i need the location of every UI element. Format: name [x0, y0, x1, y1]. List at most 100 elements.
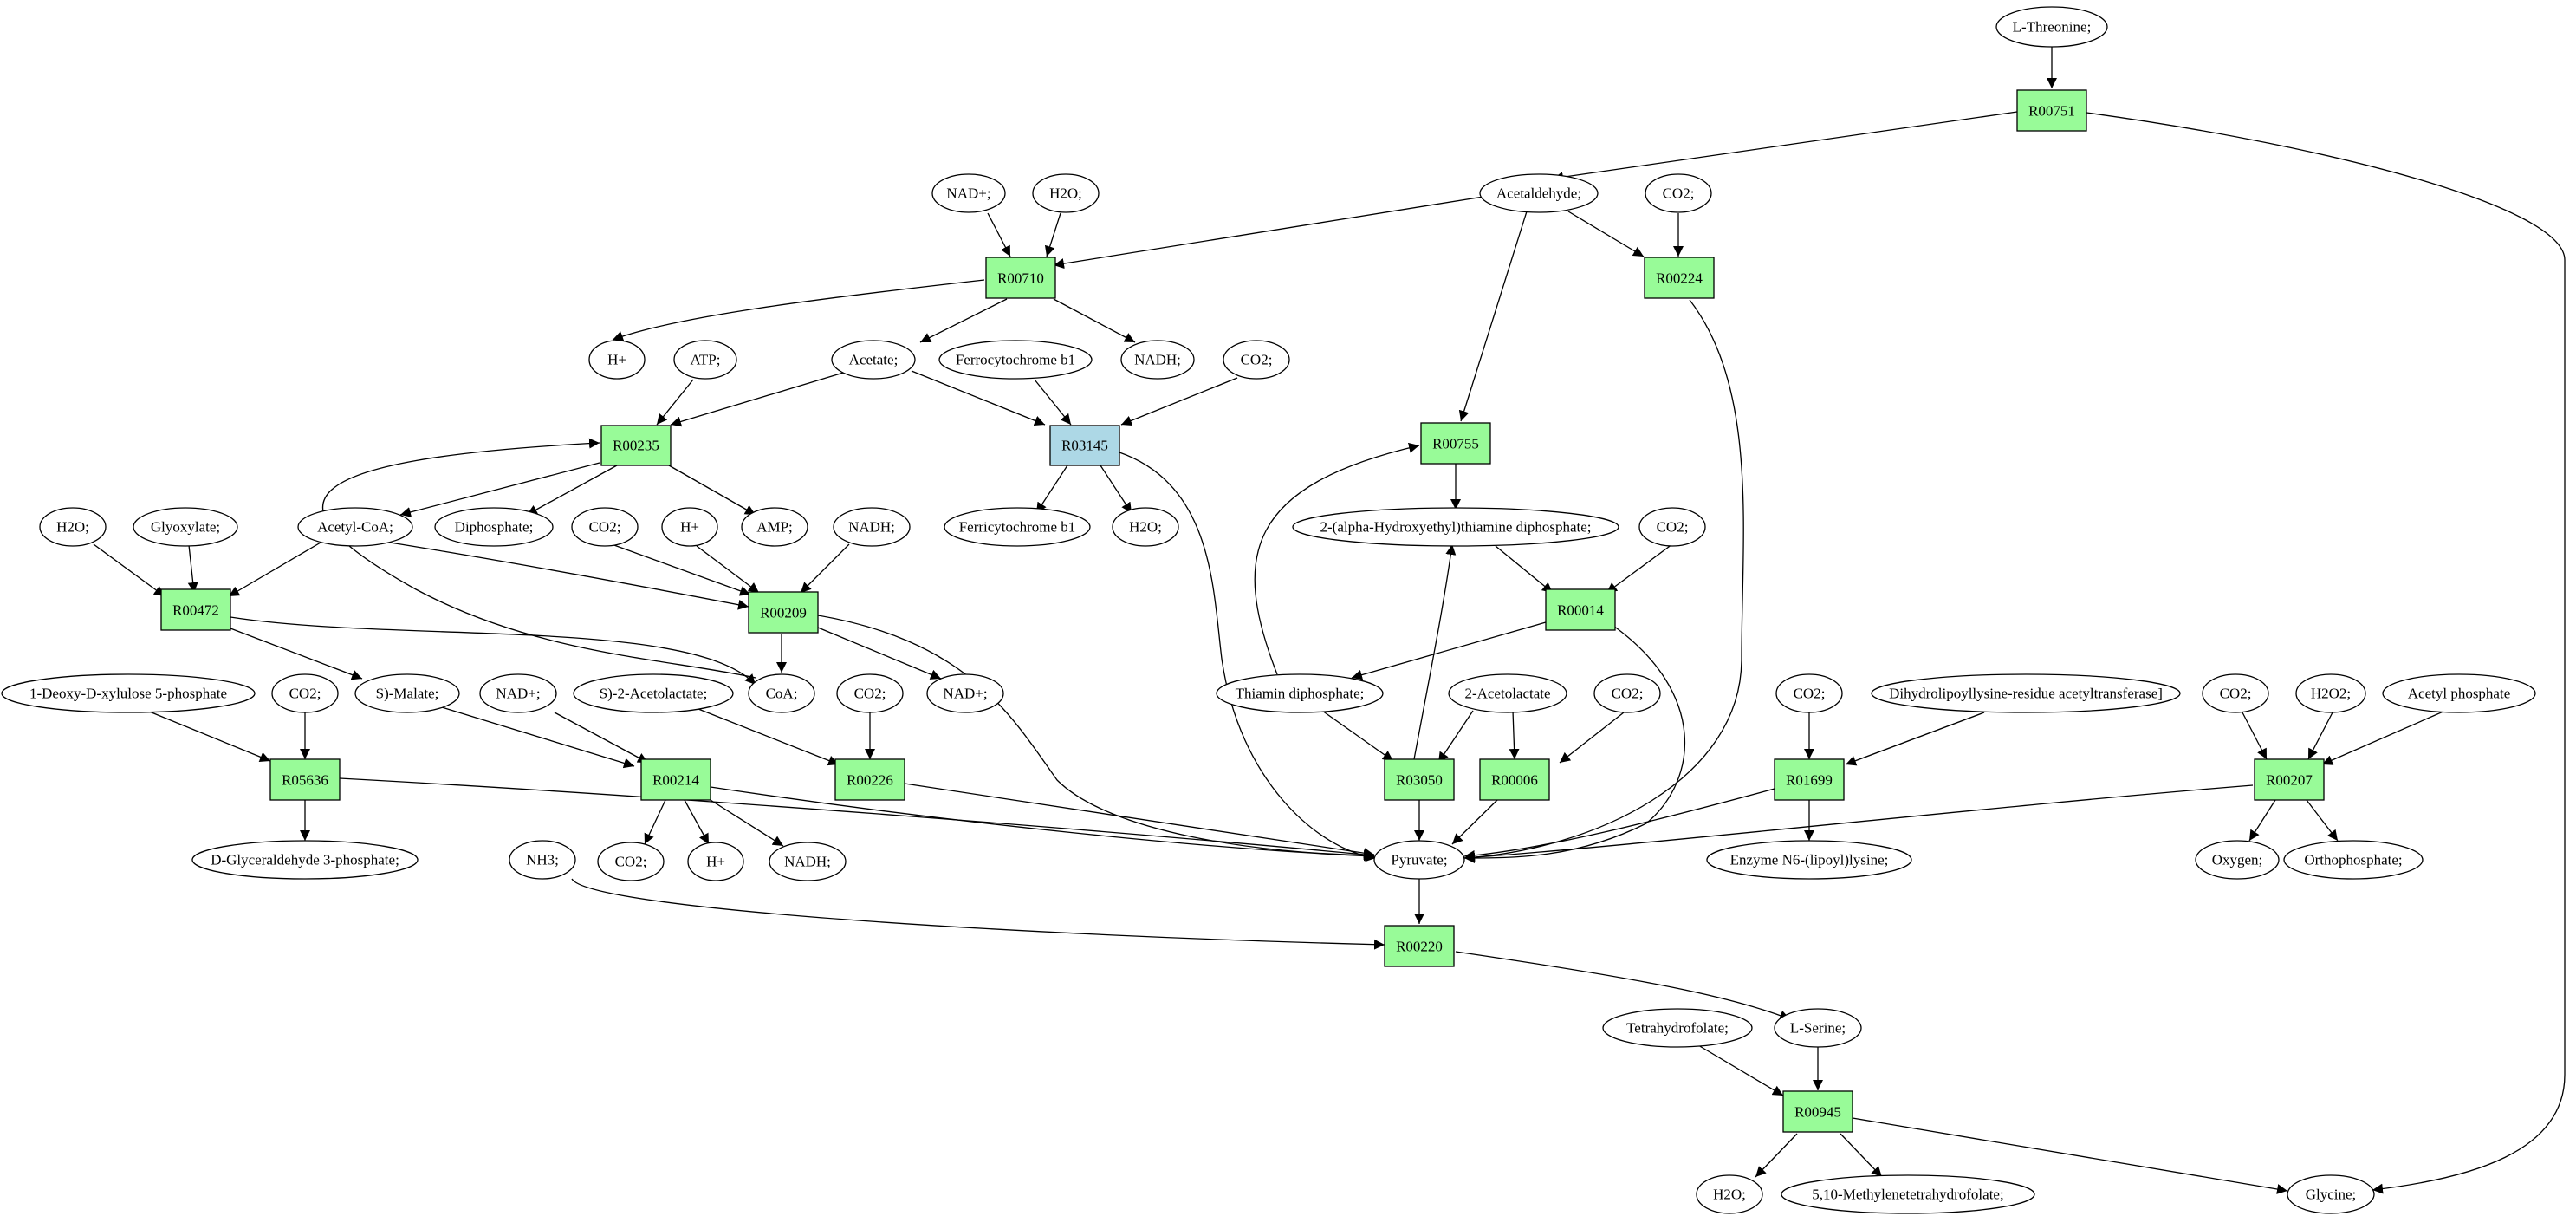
- edge-hplus-r00209: [696, 545, 760, 594]
- reaction-node-r05636: R05636: [269, 758, 341, 801]
- reaction-node-r01699: R01699: [1774, 758, 1845, 801]
- edge-r03145-h2o: [1100, 465, 1132, 514]
- edge-r00710-hplus: [612, 279, 985, 341]
- edge-glyoxylate-r00472: [187, 544, 198, 594]
- compound-node-h2o: H2O;: [1696, 1174, 1763, 1214]
- compound-node-ferrocytochrome: Ferrocytochrome b1: [938, 340, 1093, 380]
- compound-node-ferricytochrome: Ferricytochrome b1: [944, 507, 1091, 547]
- compound-node-co2: CO2;: [1645, 173, 1712, 213]
- edge-h2o-r00710: [1044, 212, 1061, 257]
- node-label: 2-(alpha-Hydroxyethyl)thiamine diphospha…: [1320, 519, 1592, 536]
- compound-node-co2: CO2;: [1593, 673, 1661, 713]
- node-label: Acetate;: [849, 352, 899, 368]
- node-label: L-Threonine;: [2013, 19, 2092, 36]
- edge-h2o2-r00207: [2307, 712, 2333, 760]
- node-label: Acetaldehyde;: [1496, 185, 1581, 202]
- compound-node-thiamin-diphosphate: Thiamin diphosphate;: [1216, 673, 1384, 713]
- compound-ellipse: [1, 673, 256, 713]
- compound-node-co2: CO2;: [271, 673, 339, 713]
- compound-ellipse: [434, 507, 554, 547]
- reaction-box: [2016, 89, 2087, 132]
- node-label: L-Serine;: [1790, 1020, 1846, 1037]
- compound-ellipse: [1638, 507, 1706, 547]
- compound-ellipse: [2295, 673, 2366, 713]
- compound-node-nadh: NADH;: [833, 507, 911, 547]
- compound-node-l-threonine: L-Threonine;: [1995, 6, 2108, 48]
- compound-ellipse: [944, 507, 1091, 547]
- edge-r00214-nadh: [703, 795, 784, 847]
- compound-node-co2: CO2;: [597, 842, 665, 881]
- node-label: Diphosphate;: [455, 519, 534, 536]
- reaction-node-r00945: R00945: [1782, 1090, 1853, 1133]
- compound-node-oxygen: Oxygen;: [2195, 840, 2280, 880]
- compound-ellipse: [831, 340, 916, 380]
- compound-ellipse: [661, 507, 718, 547]
- compound-node-nadh: NADH;: [1120, 340, 1195, 380]
- reaction-node-r00006: R00006: [1479, 758, 1550, 801]
- edge-r00214-hplus: [684, 799, 710, 845]
- compound-node-acetyl-coa: Acetyl-CoA;: [297, 507, 413, 547]
- compound-node-l-serine: L-Serine;: [1774, 1008, 1862, 1048]
- reaction-box: [2254, 758, 2325, 801]
- compound-ellipse: [2382, 673, 2536, 713]
- edge-r00014-pyruvate: [1463, 625, 1686, 863]
- compound-node-h2o: H2O;: [1112, 507, 1179, 547]
- compound-ellipse: [2283, 840, 2424, 880]
- compound-node-glyceraldehyde-3-phosphate: D-Glyceraldehyde 3-phosphate;: [191, 840, 419, 880]
- node-label: S)-2-Acetolactate;: [600, 686, 708, 702]
- compound-ellipse: [354, 673, 460, 713]
- node-label: 5,10-Methylenetetrahydrofolate;: [1812, 1187, 2003, 1203]
- node-label: D-Glyceraldehyde 3-phosphate;: [211, 852, 399, 868]
- compound-ellipse: [687, 842, 744, 881]
- node-label: H+: [706, 854, 725, 870]
- compound-node-acetate: Acetate;: [831, 340, 916, 380]
- edge-acetolactate-r00006: [1509, 710, 1520, 760]
- edge-co2i-r00207: [2242, 712, 2268, 760]
- node-label: Acetyl-CoA;: [317, 519, 393, 536]
- compound-ellipse: [1216, 673, 1384, 713]
- compound-node-hplus: H+: [661, 507, 718, 547]
- node-label: Enzyme N6-(lipoyl)lysine;: [1730, 852, 1889, 868]
- edge-dihydrolipoyl-r01699: [1845, 712, 1985, 766]
- reaction-box: [1384, 925, 1455, 967]
- edge-r00710-nadh: [1053, 298, 1136, 343]
- edge-hydroxyethyl-r00014: [1495, 545, 1554, 594]
- compound-node-co2: CO2;: [1775, 673, 1843, 713]
- reaction-box: [1644, 257, 1715, 299]
- edge-co2d-r00014: [1606, 543, 1673, 594]
- node-label: R00220: [1396, 939, 1443, 955]
- node-label: R03145: [1061, 438, 1108, 454]
- edge-atp-r00235: [656, 379, 694, 426]
- node-label: CO2;: [854, 686, 886, 702]
- reaction-node-r00220: R00220: [1384, 925, 1455, 967]
- compound-node-nadh: NADH;: [769, 842, 847, 881]
- compound-node-s-acetolactate: S)-2-Acetolactate;: [573, 673, 734, 713]
- compound-ellipse: [2202, 673, 2269, 713]
- edge-r05636-pyruvate: [339, 777, 1375, 860]
- edge-nadp-r00710: [987, 212, 1011, 257]
- reaction-box: [1049, 425, 1120, 466]
- node-label: R01699: [1786, 772, 1833, 789]
- edge-coa-r00235: [321, 438, 756, 679]
- reaction-box: [600, 425, 672, 466]
- edge-r00224-pyruvate: [1463, 299, 1744, 863]
- reaction-node-r00710: R00710: [985, 257, 1056, 299]
- compound-node-deoxyxylulose-phosphate: 1-Deoxy-D-xylulose 5-phosphate: [1, 673, 256, 713]
- edge-r00945-methylenethf: [1840, 1133, 1883, 1178]
- edge-thiamindp-r00755: [1254, 442, 1420, 675]
- reaction-node-r00209: R00209: [748, 591, 819, 634]
- reaction-node-r00224: R00224: [1644, 257, 1715, 299]
- node-label: R00945: [1794, 1104, 1841, 1121]
- node-label: R00226: [847, 772, 893, 789]
- compound-ellipse: [1593, 673, 1661, 713]
- edge-r00014-thiamindp: [1351, 621, 1547, 680]
- compound-ellipse: [1774, 1008, 1862, 1048]
- compound-ellipse: [938, 340, 1093, 380]
- compound-ellipse: [1602, 1008, 1753, 1048]
- reaction-node-r03145: R03145: [1049, 425, 1120, 466]
- edge-r00472-smalate: [230, 628, 363, 680]
- compound-ellipse: [673, 340, 737, 380]
- edge-r00207-pyruvate: [1463, 784, 2254, 863]
- compound-node-glycine: Glycine;: [2287, 1174, 2375, 1214]
- edge-r03145-pyruvate: [1119, 452, 1377, 862]
